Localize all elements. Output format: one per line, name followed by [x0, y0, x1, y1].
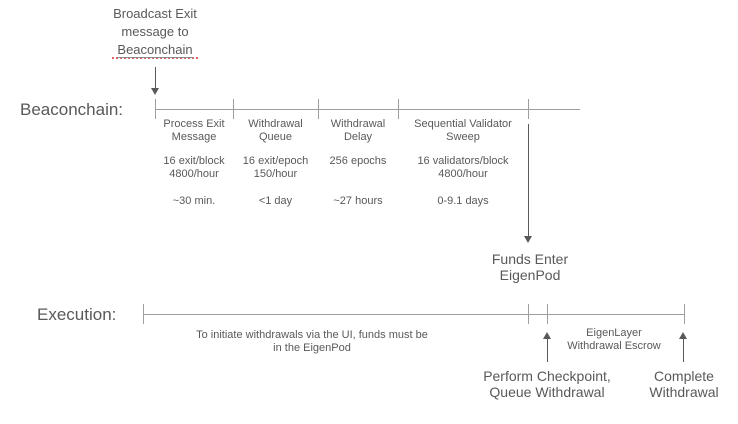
segment-duration: <1 day: [258, 195, 293, 207]
beaconchain-tick-3: [318, 99, 319, 119]
funds-enter-eigenpod-note: Funds Enter EigenPod: [491, 251, 569, 283]
beaconchain-label: Beaconchain:: [20, 100, 124, 119]
funds-arrow-down-icon: [524, 236, 532, 243]
broadcast-note-misspelled-word: Beaconchain: [95, 41, 215, 59]
perform-checkpoint-note: Perform Checkpoint, Queue Withdrawal: [483, 368, 611, 400]
segment-title: Withdrawal Delay: [330, 118, 386, 143]
complete-arrow-line: [683, 339, 684, 362]
checkpoint-arrow-line: [547, 339, 548, 362]
execution-tick-3: [547, 304, 548, 324]
segment-sequential-validator-sweep: Sequential Validator Sweep 16 validators…: [392, 118, 534, 213]
broadcast-note-text: Broadcast Exit message to: [113, 6, 197, 39]
complete-arrow-up-icon: [679, 332, 687, 339]
broadcast-note: Broadcast Exit message to Beaconchain: [95, 5, 215, 59]
beaconchain-tick-5: [528, 99, 529, 119]
segment-rate: 16 exit/block 4800/hour: [163, 155, 225, 180]
segment-process-exit-message: Process Exit Message 16 exit/block 4800/…: [134, 118, 254, 213]
checkpoint-arrow-up-icon: [543, 332, 551, 339]
segment-withdrawal-queue: Withdrawal Queue 16 exit/epoch 150/hour …: [215, 118, 336, 213]
segment-rate: 256 epochs: [329, 155, 387, 167]
segment-duration: 0-9.1 days: [437, 195, 489, 207]
segment-withdrawal-delay: Withdrawal Delay 256 epochs ~27 hours: [298, 118, 418, 213]
initiate-withdrawals-note: To initiate withdrawals via the UI, fund…: [196, 329, 428, 354]
segment-rate: 16 validators/block 4800/hour: [417, 155, 509, 180]
beaconchain-tick-1: [155, 99, 156, 119]
broadcast-arrow-line: [155, 67, 156, 88]
segment-title: Withdrawal Queue: [248, 118, 303, 143]
segment-title: Process Exit Message: [163, 118, 225, 143]
execution-timeline: [143, 314, 684, 315]
eigenlayer-withdrawal-escrow-note: EigenLayer Withdrawal Escrow: [567, 327, 661, 352]
broadcast-arrow-down-icon: [151, 88, 159, 95]
beaconchain-tick-2: [233, 99, 234, 119]
execution-tick-2: [528, 304, 529, 324]
execution-label: Execution:: [37, 305, 117, 324]
segment-rate: 16 exit/epoch 150/hour: [242, 155, 309, 180]
beaconchain-timeline: [155, 109, 580, 110]
funds-arrow-line: [528, 124, 529, 236]
execution-tick-1: [143, 304, 144, 324]
broadcast-note-underlined-text: Beaconchain: [117, 42, 193, 58]
execution-tick-4: [684, 304, 685, 324]
beaconchain-tick-4: [398, 99, 399, 119]
segment-title: Sequential Validator Sweep: [414, 118, 512, 143]
segment-duration: ~30 min.: [172, 195, 216, 207]
segment-duration: ~27 hours: [333, 195, 383, 207]
complete-withdrawal-note: Complete Withdrawal: [649, 368, 719, 400]
